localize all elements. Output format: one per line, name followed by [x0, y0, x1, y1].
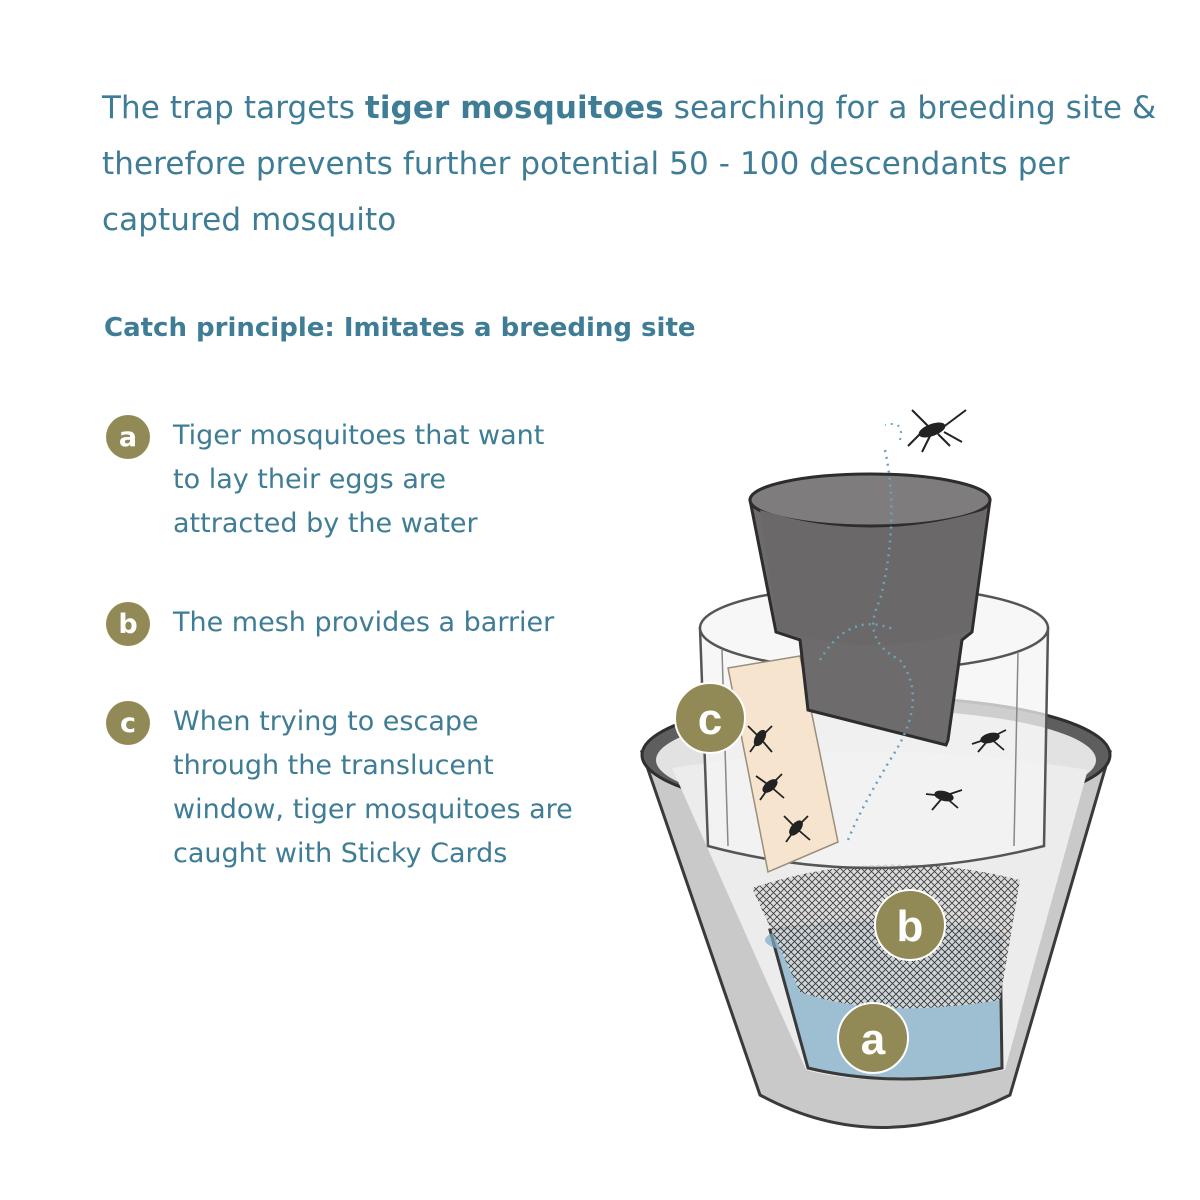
- mosquito-icon: [783, 815, 811, 843]
- step-b: b The mesh provides a barrier: [106, 601, 626, 646]
- step-a: a Tiger mosquitoes that want to lay thei…: [106, 414, 626, 546]
- mosquito-icon: [747, 725, 773, 753]
- intro-highlight: tiger mosquitoes: [364, 90, 664, 126]
- intro-text: The trap targets tiger mosquitoes search…: [102, 80, 1162, 248]
- mosquito-icon: [755, 773, 785, 801]
- intro-before: The trap targets: [102, 90, 365, 126]
- step-b-text: The mesh provides a barrier: [173, 607, 555, 638]
- catch-principle-title: Catch principle: Imitates a breeding sit…: [104, 313, 696, 343]
- step-a-badge: a: [106, 415, 150, 459]
- step-c-text: When trying to escape through the transl…: [173, 706, 573, 869]
- mosquito-icon: [971, 729, 1007, 753]
- diagram-label-c: c: [698, 695, 722, 744]
- step-c-badge: c: [106, 701, 150, 745]
- intro-after: searching for a breeding site & therefor…: [102, 90, 1157, 238]
- step-c: c When trying to escape through the tran…: [106, 700, 626, 876]
- step-b-badge: b: [106, 602, 150, 646]
- trap-diagram: c b a: [600, 395, 1160, 1155]
- mosquito-icon: [925, 789, 963, 811]
- mosquito-icon: [907, 409, 967, 453]
- diagram-label-b: b: [897, 902, 924, 951]
- step-a-text: Tiger mosquitoes that want to lay their …: [173, 420, 545, 539]
- diagram-label-a: a: [861, 1015, 886, 1064]
